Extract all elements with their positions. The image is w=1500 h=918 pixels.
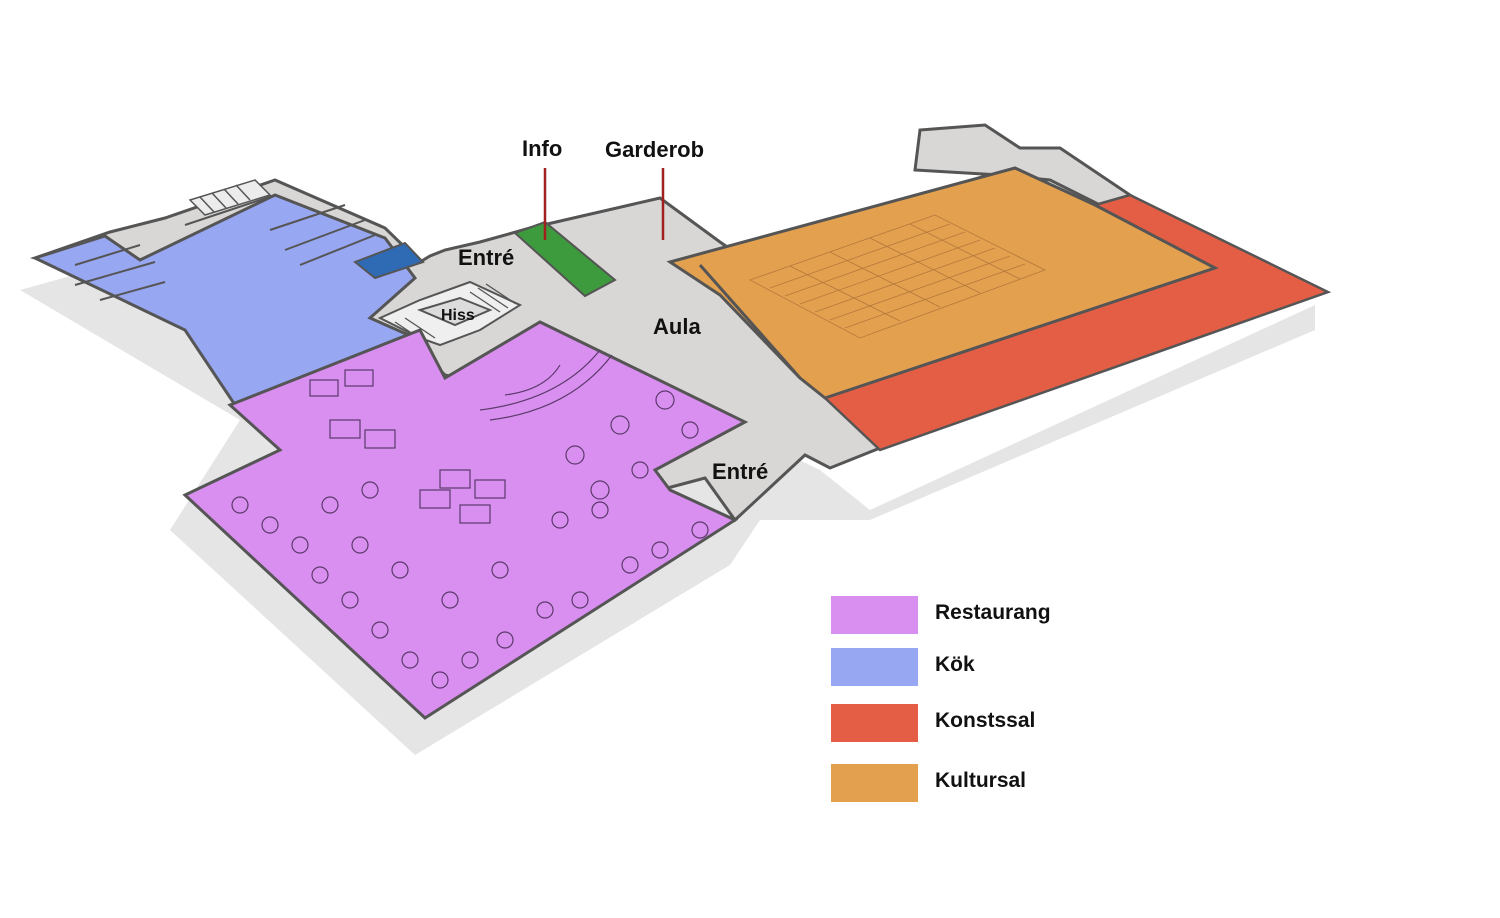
label-entre-bottom: Entré (712, 459, 768, 484)
zone-restaurang (182, 320, 749, 720)
label-info: Info (522, 136, 562, 161)
legend-label-kok: Kök (935, 653, 975, 676)
legend-item-kultursal: Kultursal (831, 764, 1151, 802)
zone-kok (30, 179, 425, 407)
map-legend: Restaurang Kök Konstssal Kultursal (831, 596, 1151, 806)
legend-swatch-restaurang (831, 596, 918, 634)
stair-north (188, 179, 272, 216)
legend-label-kultursal: Kultursal (935, 769, 1027, 792)
zone-info (513, 220, 617, 298)
legend-item-restaurang: Restaurang (831, 596, 1151, 634)
legend-swatch-kok (831, 648, 918, 686)
restaurant-furniture (231, 349, 709, 689)
label-hiss: Hiss (441, 307, 475, 324)
legend-swatch-kultursal (831, 764, 918, 802)
legend-item-konstssal: Konstssal (831, 704, 1151, 742)
label-aula: Aula (653, 314, 701, 339)
legend-swatch-konstssal (831, 704, 918, 742)
label-garderob: Garderob (605, 137, 704, 162)
legend-item-kok: Kök (831, 648, 1151, 686)
label-pointers (543, 168, 665, 240)
zone-hiss (377, 280, 523, 347)
seating-grid (749, 214, 1047, 339)
legend-label-konstssal: Konstssal (935, 709, 1036, 732)
label-entre-top: Entré (458, 245, 514, 270)
legend-label-restaurang: Restaurang (935, 601, 1051, 624)
zone-kultursal (666, 166, 1219, 400)
